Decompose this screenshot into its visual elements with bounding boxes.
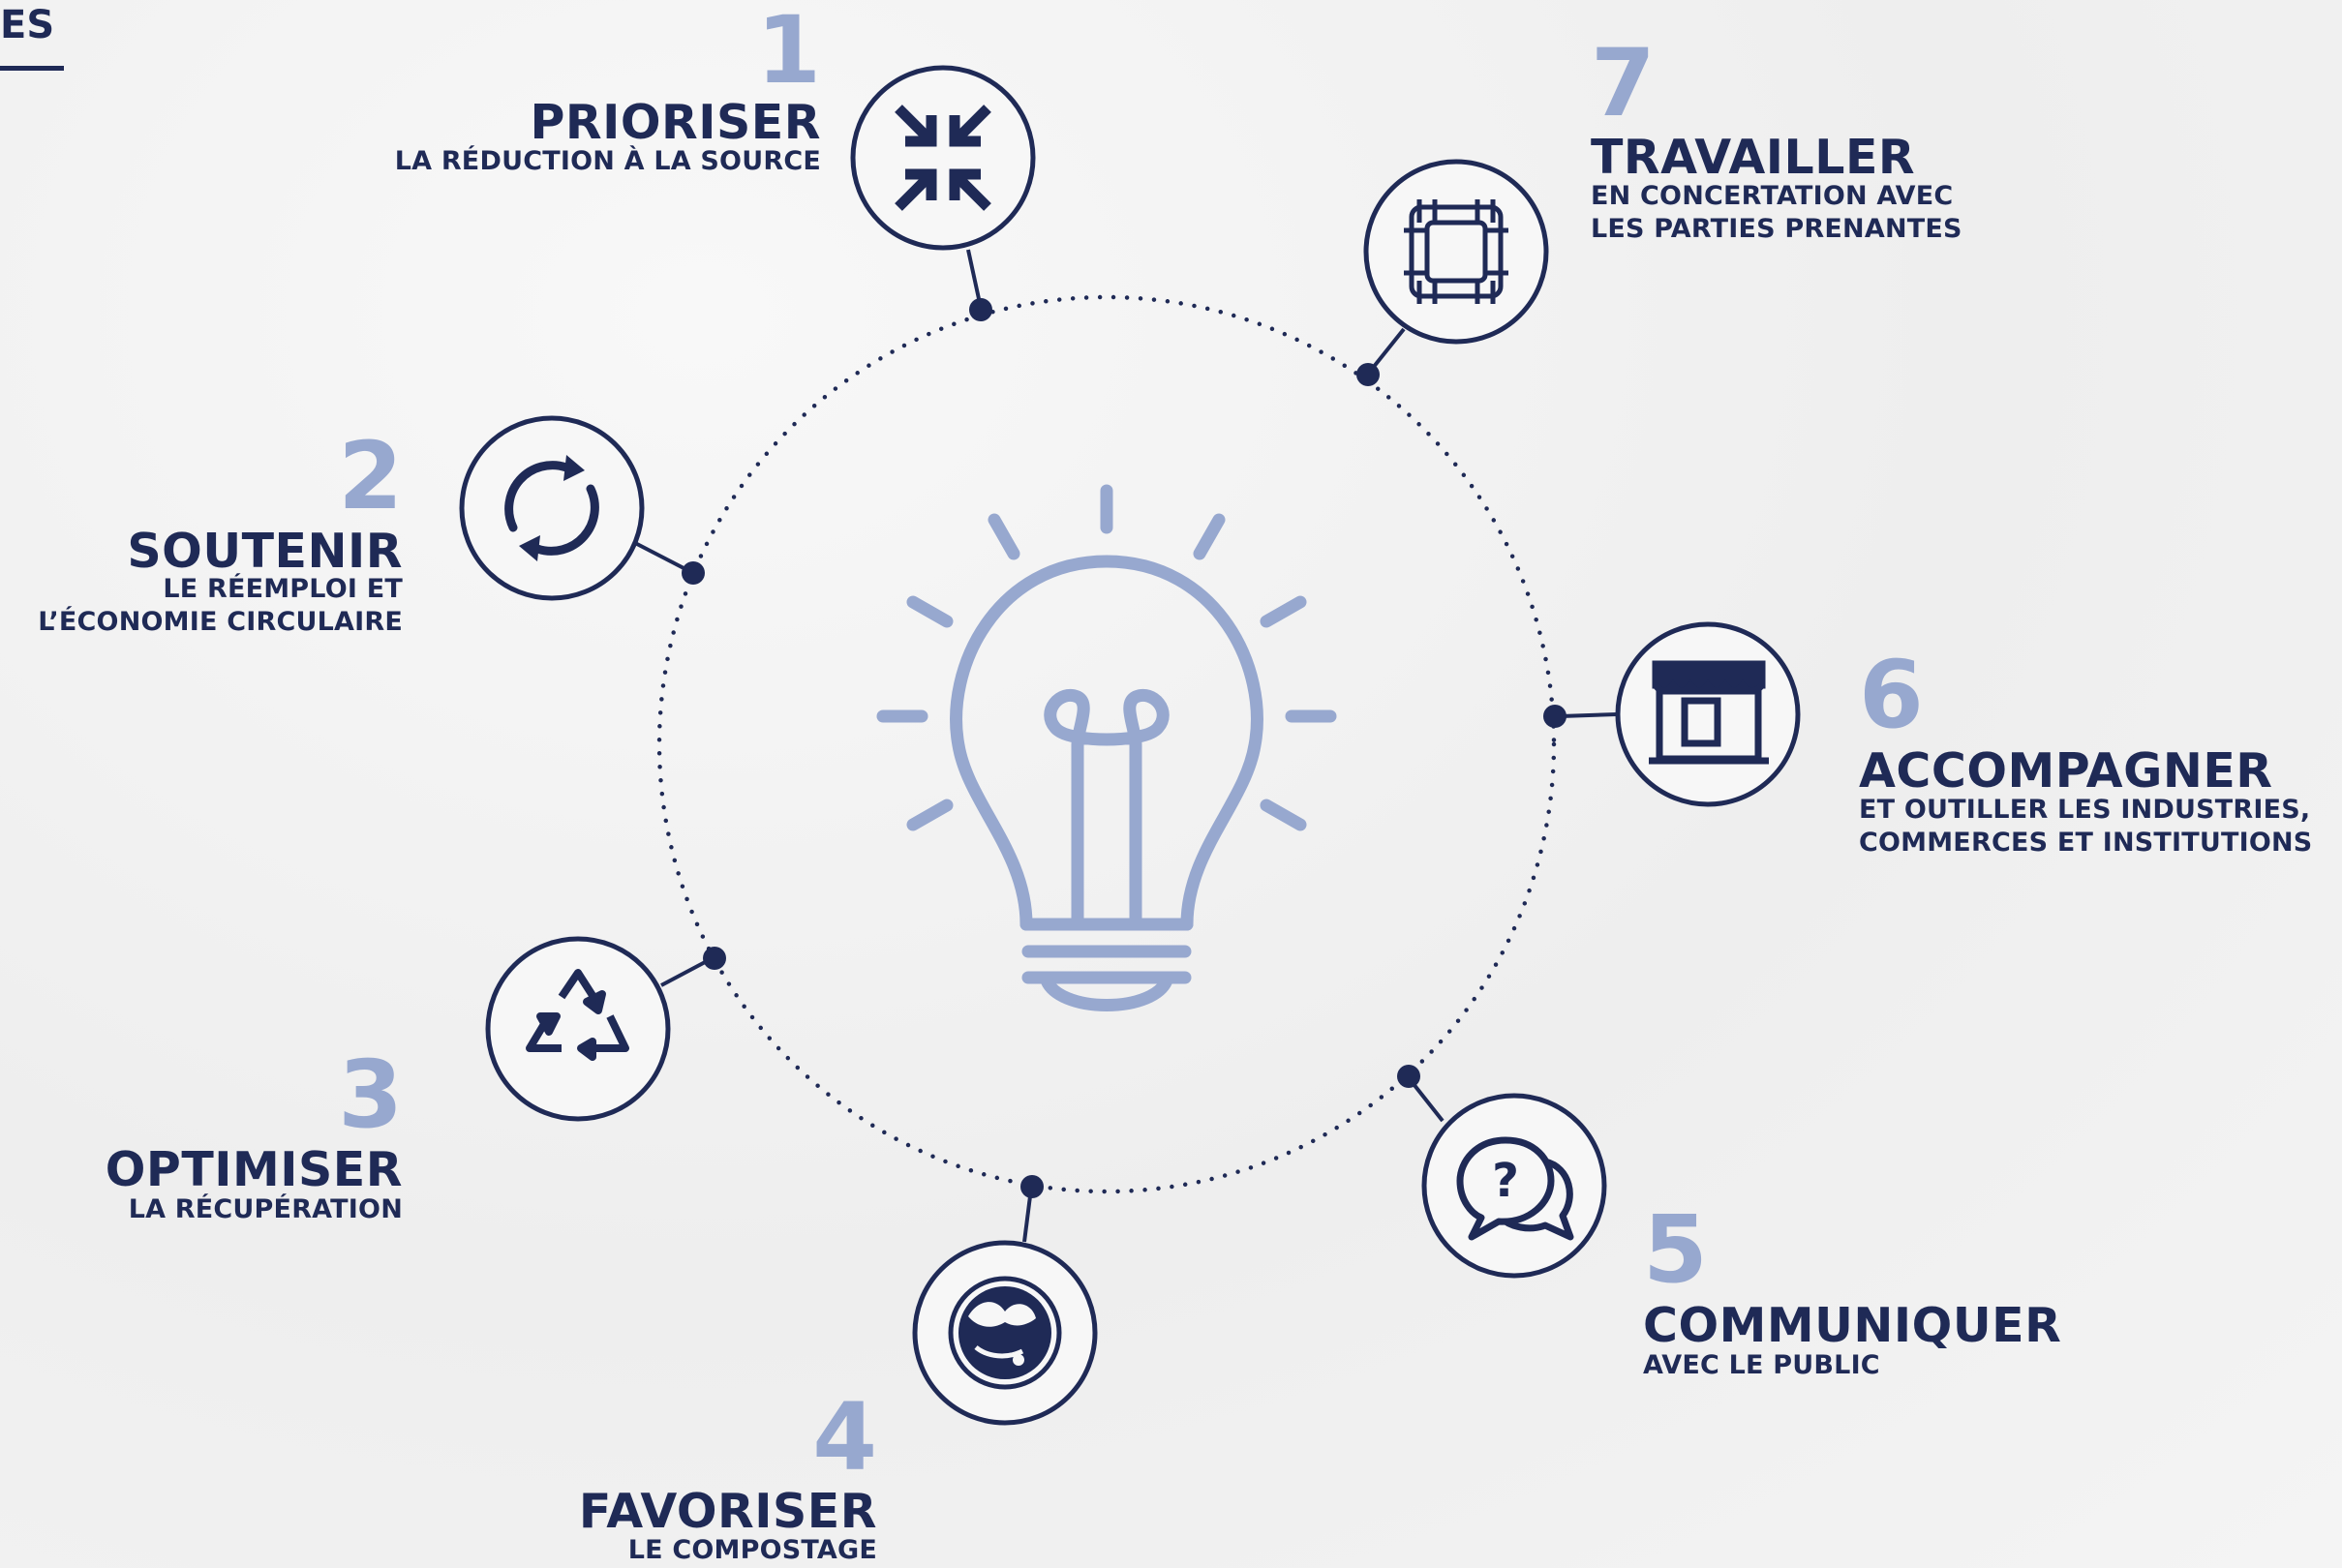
step-5-connector xyxy=(1397,1065,1445,1123)
header-fragment: ES xyxy=(0,3,55,47)
step-6-badge xyxy=(1615,621,1801,807)
step-1-number: 1 xyxy=(756,0,821,105)
step-7-connector xyxy=(1356,327,1406,386)
step-4-number: 4 xyxy=(812,1383,877,1492)
step-5-subtitle: AVEC LE PUBLIC xyxy=(1643,1350,1880,1380)
step-5-number: 5 xyxy=(1643,1195,1708,1304)
step-3-title: OPTIMISER xyxy=(105,1142,403,1197)
step-6-title: ACCOMPAGNER xyxy=(1859,743,2273,799)
step-2-subtitle: LE RÉEMPLOI ET L’ÉCONOMIE CIRCULAIRE xyxy=(38,574,403,637)
step-7-number: 7 xyxy=(1591,29,1656,137)
step-2-connector xyxy=(634,541,705,585)
recycle-icon xyxy=(526,969,629,1061)
step-4-subtitle: LE COMPOSTAGE xyxy=(627,1535,877,1565)
question-chat-icon: ? xyxy=(1456,1136,1574,1241)
step-2-number: 2 xyxy=(338,422,403,530)
svg-text:?: ? xyxy=(1492,1154,1519,1208)
step-1-subtitle: LA RÉDUCTION À LA SOURCE xyxy=(394,146,821,176)
header-underline xyxy=(0,66,64,71)
refresh-cycle-icon xyxy=(504,455,599,561)
step-1-connector xyxy=(966,249,992,321)
dotted-ring xyxy=(656,294,1557,1194)
compress-arrows-icon xyxy=(895,105,991,211)
step-7-subtitle: EN CONCERTATION AVEC LES PARTIES PRENANT… xyxy=(1591,181,1962,244)
compost-icon xyxy=(948,1276,1062,1390)
step-3-connector xyxy=(660,947,726,987)
step-1-badge xyxy=(850,65,1036,251)
storefront-icon xyxy=(1649,660,1769,765)
step-6-subtitle: ET OUTILLER LES INDUSTRIES, COMMERCES ET… xyxy=(1859,795,2313,858)
step-7-title: TRAVAILLER xyxy=(1591,130,1916,185)
step-7-badge xyxy=(1363,159,1549,345)
step-6-connector xyxy=(1543,705,1618,728)
lightbulb-icon xyxy=(876,484,1337,1011)
step-3-subtitle: LA RÉCUPÉRATION xyxy=(128,1194,403,1224)
step-5-title: COMMUNIQUER xyxy=(1643,1298,2062,1353)
step-6-number: 6 xyxy=(1859,641,1924,749)
step-3-number: 3 xyxy=(338,1040,403,1149)
step-2-badge xyxy=(459,415,645,601)
joined-hands-icon xyxy=(1404,199,1508,304)
step-4-title: FAVORISER xyxy=(578,1484,877,1539)
step-3-badge xyxy=(485,936,671,1122)
step-4-connector xyxy=(1020,1175,1044,1243)
step-1-title: PRIORISER xyxy=(530,95,821,150)
step-2-title: SOUTENIR xyxy=(127,524,403,579)
